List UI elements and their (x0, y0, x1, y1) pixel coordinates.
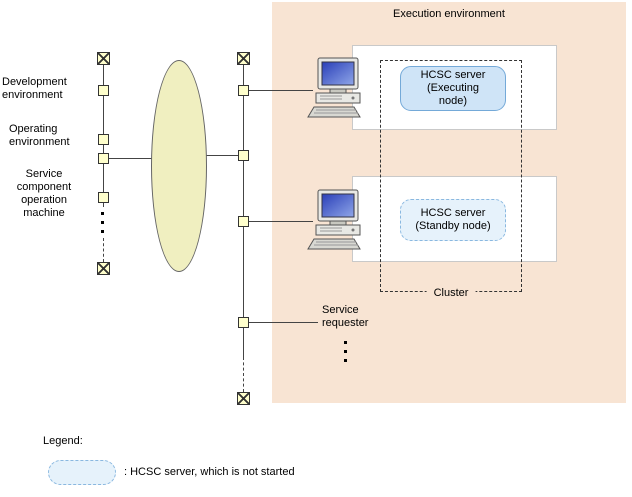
crossed-box-icon (237, 392, 250, 405)
hcsc-server-standby-node: HCSC server (Standby node) (400, 199, 506, 241)
node-square-right-junction (238, 150, 249, 161)
cluster-label: Cluster (426, 287, 476, 299)
service-component-machine-label: Service component operation machine (16, 168, 72, 219)
node-square-standby-machine (238, 216, 249, 227)
crossed-box-icon (97, 262, 110, 275)
left-line-ellipsis-dots (101, 212, 104, 233)
node-square-executing-machine (238, 85, 249, 96)
right-network-line (243, 65, 244, 357)
node-square-operating (98, 134, 109, 145)
left-network-line-dashed (103, 238, 104, 262)
network-ellipse (151, 60, 207, 272)
connector-leftline-ellipse (104, 158, 154, 159)
legend-title: Legend: (43, 435, 83, 447)
node-square-service-requester (238, 317, 249, 328)
connector-executing-computer (249, 90, 313, 91)
legend-hcsc-not-started-swatch (48, 460, 116, 485)
computer-icon (306, 57, 368, 126)
computer-icon (306, 189, 368, 258)
development-environment-label: Development environment (2, 76, 67, 101)
connector-ellipse-rightline (204, 155, 243, 156)
node-square-left-junction (98, 153, 109, 164)
node-square-service-component (98, 192, 109, 203)
crossed-box-icon (97, 52, 110, 65)
service-requester-label: Service requester (322, 304, 369, 329)
right-network-line-dashed (243, 357, 244, 392)
connector-service-requester (249, 322, 318, 323)
execution-environment-title: Execution environment (393, 8, 505, 20)
cluster-boundary: Cluster (380, 60, 522, 299)
service-requester-ellipsis-dots (344, 341, 347, 362)
crossed-box-icon (237, 52, 250, 65)
operating-environment-label: Operating environment (9, 123, 70, 148)
hcsc-server-executing-node: HCSC server (Executing node) (400, 66, 506, 111)
connector-standby-computer (249, 221, 313, 222)
node-square-development (98, 85, 109, 96)
legend-hcsc-not-started-description: : HCSC server, which is not started (124, 466, 295, 478)
